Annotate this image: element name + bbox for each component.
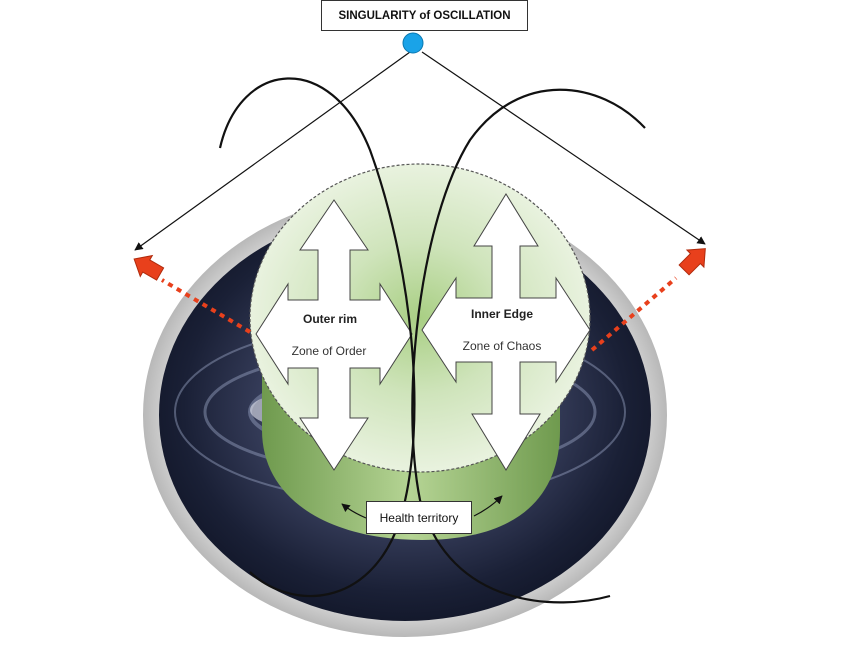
- health-right-arrow-icon: [473, 495, 503, 517]
- singularity-title-box: SINGULARITY of OSCILLATION: [321, 0, 528, 31]
- right-oscillation-curve: [411, 88, 646, 604]
- left-oscillation-curve: [218, 77, 416, 598]
- health-territory-box: Health territory: [366, 501, 472, 534]
- left-red-dotted-line: [160, 278, 252, 334]
- right-singularity-line: [421, 51, 706, 245]
- singularity-title: SINGULARITY of OSCILLATION: [338, 9, 511, 22]
- right-four-way-arrow: [421, 193, 591, 471]
- health-left-arrow-icon: [341, 503, 367, 519]
- health-territory-label: Health territory: [379, 510, 459, 525]
- right-zone-heading: Inner Edge: [471, 307, 533, 321]
- singularity-dot: [402, 32, 424, 54]
- left-zone-subheading: Zone of Order: [292, 344, 367, 358]
- right-red-arrow-icon: [678, 248, 706, 276]
- left-red-arrow-icon: [133, 254, 165, 281]
- left-singularity-line: [134, 51, 411, 251]
- right-red-dotted-line: [590, 276, 678, 352]
- left-four-way-arrow: [255, 199, 413, 471]
- right-zone-subheading: Zone of Chaos: [463, 339, 542, 353]
- left-zone-heading: Outer rim: [303, 312, 357, 326]
